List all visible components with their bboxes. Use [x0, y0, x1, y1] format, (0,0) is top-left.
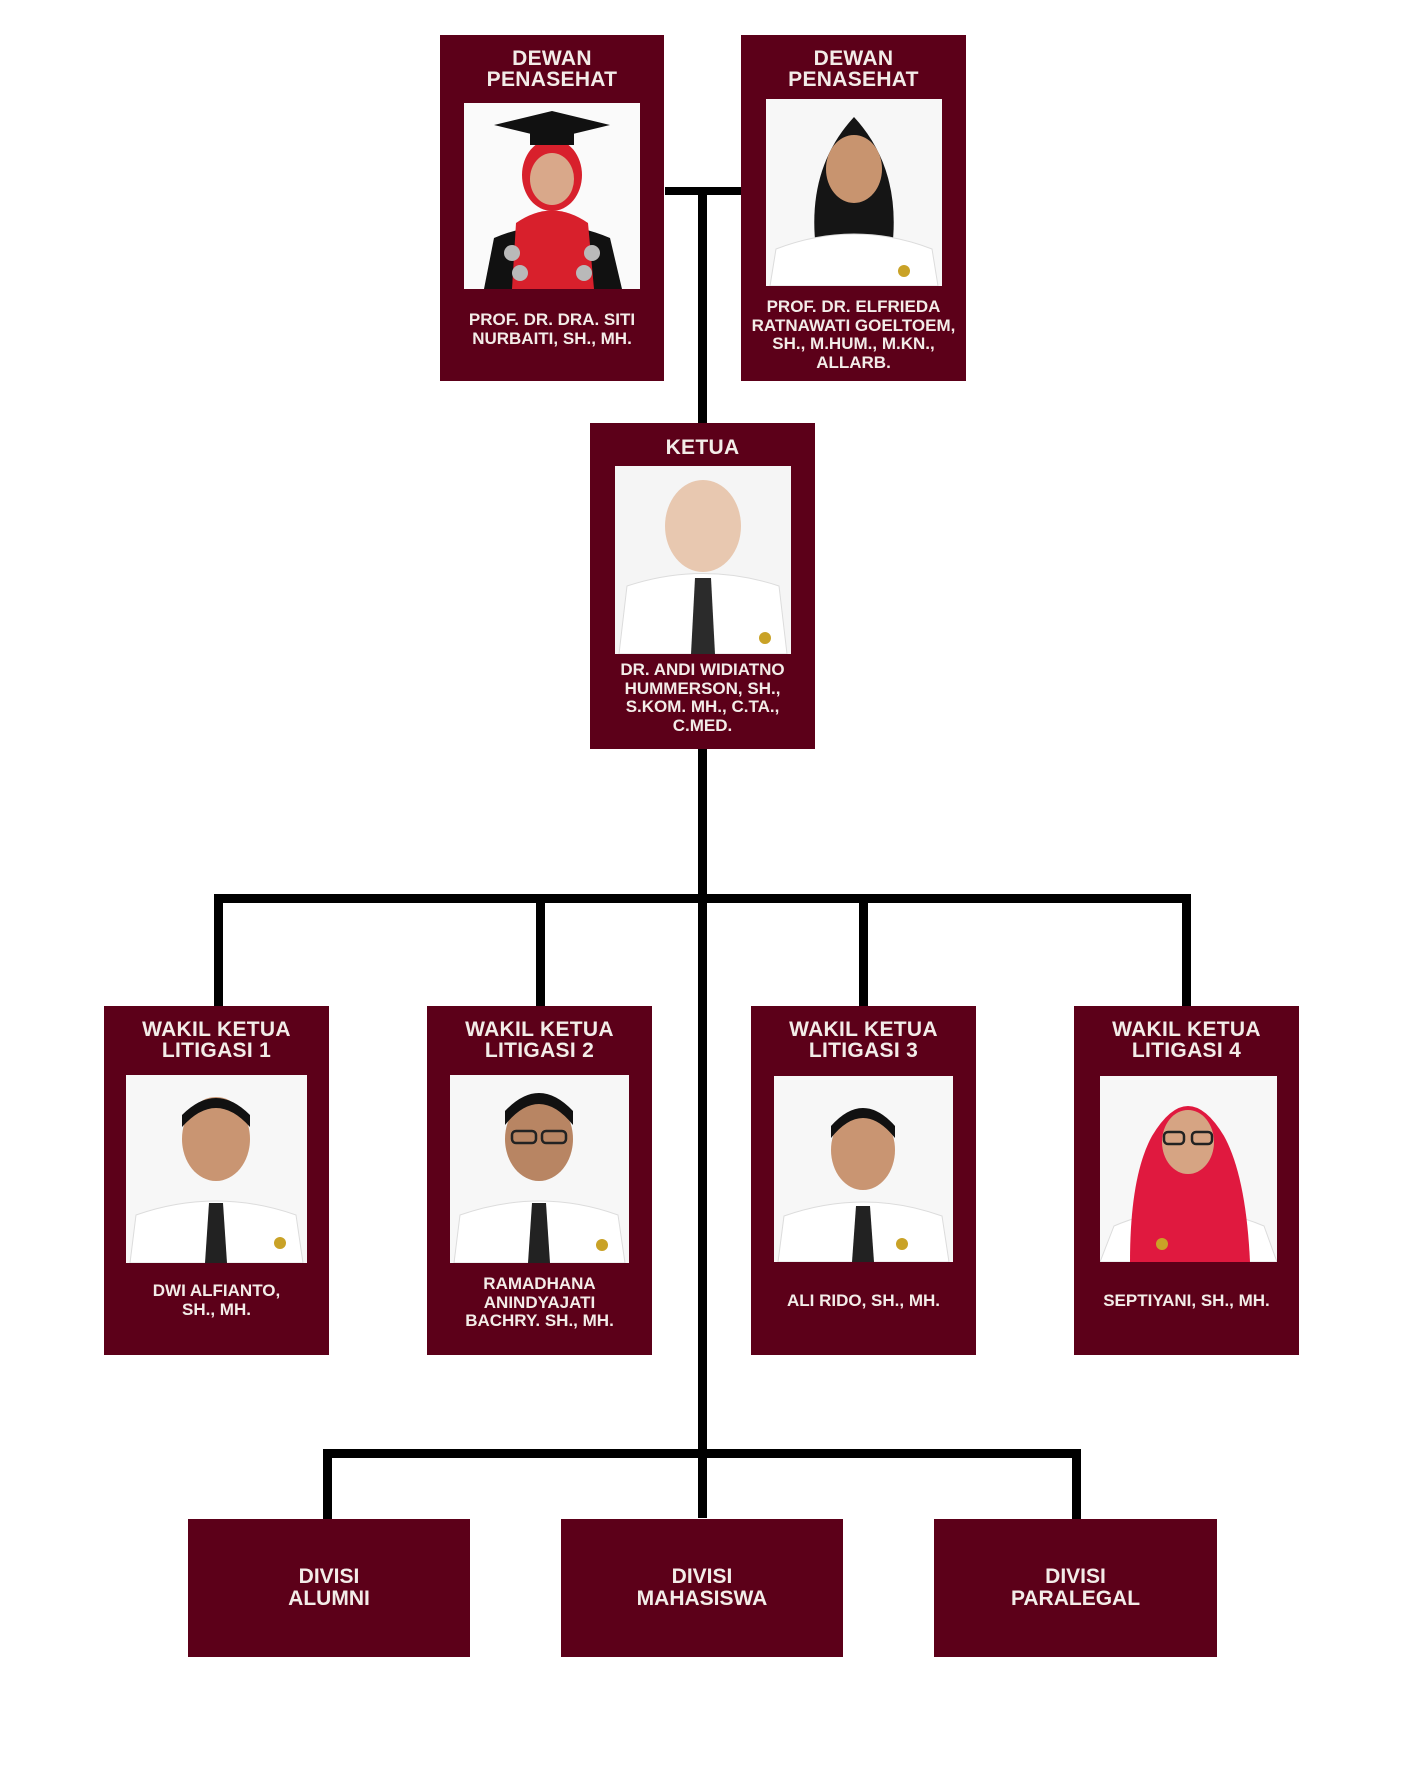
- connector-deputies-horizontal: [214, 894, 1191, 903]
- connector-deputy-3: [859, 894, 868, 1006]
- connector-deputy-2: [536, 894, 545, 1006]
- connector-division-alumni: [323, 1449, 332, 1519]
- deputy-card-3: WAKIL KETUA LITIGASI 3 ALI RIDO, SH., MH…: [751, 1006, 976, 1355]
- connector-deputy-4: [1182, 894, 1191, 1006]
- deputy-role: WAKIL KETUA LITIGASI 1: [142, 1018, 291, 1062]
- deputy-name: DWI ALFIANTO, SH., MH.: [152, 1281, 281, 1319]
- connector-trunk-top: [698, 187, 707, 423]
- chair-photo: [615, 466, 791, 654]
- advisor-name: PROF. DR. ELFRIEDA RATNAWATI GOELTOEM, S…: [751, 297, 956, 372]
- deputy-card-4: WAKIL KETUA LITIGASI 4 SEPTIYANI, SH., M…: [1074, 1006, 1299, 1355]
- connector-deputy-1: [214, 894, 223, 1006]
- deputy-photo: [1100, 1076, 1277, 1262]
- division-mahasiswa: DIVISI MAHASISWA: [561, 1519, 843, 1657]
- advisor-photo: [464, 103, 640, 289]
- deputy-name: ALI RIDO, SH., MH.: [787, 1291, 940, 1310]
- connector-division-paralegal: [1072, 1449, 1081, 1519]
- deputy-photo: [450, 1075, 629, 1263]
- chair-card: KETUA DR. ANDI WIDIATNO HUMMERSON, SH., …: [590, 423, 815, 749]
- advisor-name: PROF. DR. DRA. SITI NURBAITI, SH., MH.: [468, 310, 636, 348]
- advisor-role: DEWAN PENASEHAT: [788, 47, 919, 91]
- connector-trunk-main: [698, 748, 707, 1518]
- deputy-card-2: WAKIL KETUA LITIGASI 2 RAMADHANA ANINDYA…: [427, 1006, 652, 1355]
- deputy-role: WAKIL KETUA LITIGASI 3: [789, 1018, 938, 1062]
- deputy-role: WAKIL KETUA LITIGASI 4: [1112, 1018, 1261, 1062]
- deputy-name: SEPTIYANI, SH., MH.: [1103, 1291, 1270, 1310]
- advisor-card-1: DEWAN PENASEHAT PROF. DR. DRA. SITI NURB…: [440, 35, 664, 381]
- chair-name: DR. ANDI WIDIATNO HUMMERSON, SH., S.KOM.…: [620, 660, 785, 735]
- connector-divisions-horizontal: [323, 1449, 1081, 1458]
- division-paralegal: DIVISI PARALEGAL: [934, 1519, 1217, 1657]
- advisor-photo: [766, 99, 942, 286]
- deputy-photo: [774, 1076, 953, 1262]
- deputy-name: RAMADHANA ANINDYAJATI BACHRY. SH., MH.: [465, 1274, 614, 1330]
- deputy-photo: [126, 1075, 307, 1263]
- advisor-role: DEWAN PENASEHAT: [486, 47, 618, 91]
- deputy-role: WAKIL KETUA LITIGASI 2: [465, 1018, 614, 1062]
- deputy-card-1: WAKIL KETUA LITIGASI 1 DWI ALFIANTO, SH.…: [104, 1006, 329, 1355]
- chair-role: KETUA: [665, 436, 740, 459]
- advisor-card-2: DEWAN PENASEHAT PROF. DR. ELFRIEDA RATNA…: [741, 35, 966, 381]
- division-alumni: DIVISI ALUMNI: [188, 1519, 470, 1657]
